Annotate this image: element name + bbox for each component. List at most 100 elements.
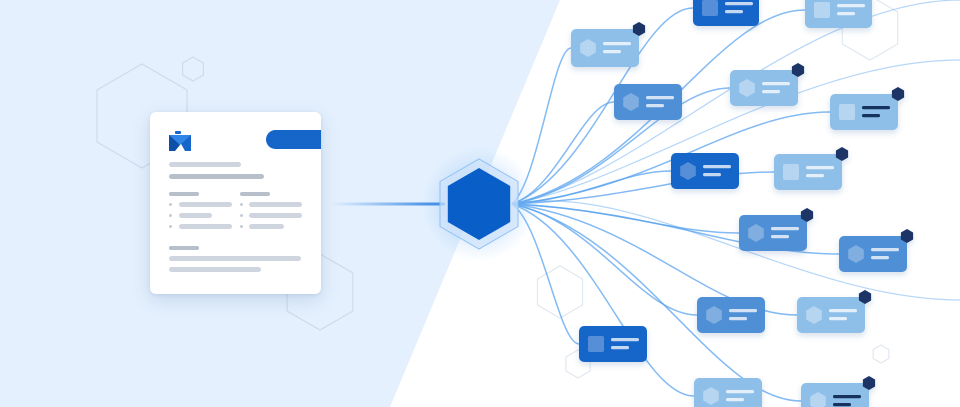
decorative-hexagon: [182, 56, 204, 82]
connection-line: [511, 203, 695, 397]
connection-line: [511, 59, 960, 205]
card-text-line: [726, 390, 754, 394]
card-text-line: [646, 96, 674, 100]
list-bullet: [240, 203, 243, 206]
list-bullet: [240, 214, 243, 217]
square-icon: [839, 104, 855, 120]
hexagon-icon: [810, 392, 826, 407]
list-bullet: [240, 225, 243, 228]
connected-app-cards: [571, 0, 914, 407]
list-item-line: [179, 202, 232, 207]
hexagon-icon: [623, 93, 639, 111]
connection-line: [511, 87, 731, 205]
hexagon-icon: [806, 306, 822, 324]
document-body-line: [169, 256, 301, 261]
card-text-line: [806, 174, 824, 178]
app-node-card: [805, 0, 872, 28]
hexagon-hub-icon: [447, 168, 511, 240]
card-text-line: [703, 173, 721, 177]
app-node-card: [801, 376, 876, 407]
app-node-card: [694, 378, 762, 407]
app-node-card-body: [579, 326, 647, 362]
app-node-card: [839, 229, 914, 272]
card-text-line: [611, 338, 639, 342]
list-bullet: [169, 203, 172, 206]
list-item-line: [179, 224, 232, 229]
central-hub: [421, 146, 537, 262]
card-text-line: [862, 106, 890, 110]
list-item-line: [249, 224, 284, 229]
card-text-line: [729, 317, 747, 321]
document-status-badge: [266, 130, 321, 149]
card-text-line: [833, 403, 851, 407]
card-text-line: [829, 317, 847, 321]
hexagon-icon: [703, 387, 719, 405]
card-text-line: [762, 90, 780, 94]
card-text-line: [837, 4, 865, 8]
card-text-line: [762, 82, 790, 86]
connection-line: [511, 203, 840, 255]
corner-hexagon-icon: [858, 290, 872, 304]
corner-hexagon-icon: [632, 22, 646, 36]
card-text-line: [871, 256, 889, 260]
hexagon-icon: [848, 245, 864, 263]
card-text-line: [646, 104, 664, 108]
list-bullet: [169, 225, 172, 228]
card-text-line: [862, 114, 880, 118]
document-title-line: [169, 162, 241, 167]
card-text-line: [729, 309, 757, 313]
square-icon: [702, 0, 718, 16]
decorative-hexagon: [536, 265, 584, 319]
app-node-card: [693, 0, 759, 26]
card-text-line: [603, 50, 621, 54]
app-node-card: [571, 22, 646, 67]
app-node-card: [830, 87, 905, 130]
decorative-hexagon: [872, 344, 890, 364]
list-item-line: [249, 202, 302, 207]
square-icon: [783, 164, 799, 180]
card-text-line: [837, 12, 855, 16]
document-section-heading: [169, 246, 199, 250]
corner-hexagon-icon: [900, 229, 914, 243]
corner-hexagon-icon: [862, 376, 876, 390]
card-text-line: [603, 42, 631, 46]
list-item-line: [249, 213, 302, 218]
card-text-line: [703, 165, 731, 169]
square-icon: [588, 336, 604, 352]
card-text-line: [725, 10, 743, 14]
app-node-card: [579, 326, 647, 362]
hexagon-icon: [748, 224, 764, 242]
connection-line: [511, 7, 694, 205]
connection-line: [511, 0, 960, 205]
corner-hexagon-icon: [891, 87, 905, 101]
card-text-line: [806, 166, 834, 170]
hexagon-icon: [706, 306, 722, 324]
source-document-card: [150, 112, 321, 294]
app-node-card: [774, 147, 849, 190]
card-text-line: [726, 398, 744, 402]
card-text-line: [829, 309, 857, 313]
app-node-card-body: [774, 154, 842, 190]
card-text-line: [771, 227, 799, 231]
document-section-heading: [169, 192, 199, 196]
app-node-card: [739, 208, 814, 251]
corner-hexagon-icon: [800, 208, 814, 222]
decorative-hexagons: [96, 0, 899, 379]
connection-line: [511, 200, 960, 301]
decorative-hexagon: [96, 63, 188, 169]
document-body-line: [169, 267, 261, 272]
hexagon-icon: [680, 162, 696, 180]
briefcase-arrow-icon: [169, 131, 191, 151]
card-text-line: [771, 235, 789, 239]
app-node-card: [697, 297, 765, 333]
connection-line: [511, 203, 802, 402]
card-text-line: [833, 395, 861, 399]
document-subtitle-line: [169, 174, 264, 179]
card-text-line: [725, 2, 753, 6]
card-text-line: [871, 248, 899, 252]
app-node-card: [797, 290, 872, 333]
app-node-card-body: [830, 94, 898, 130]
hexagon-icon: [739, 79, 755, 97]
card-text-line: [611, 346, 629, 350]
